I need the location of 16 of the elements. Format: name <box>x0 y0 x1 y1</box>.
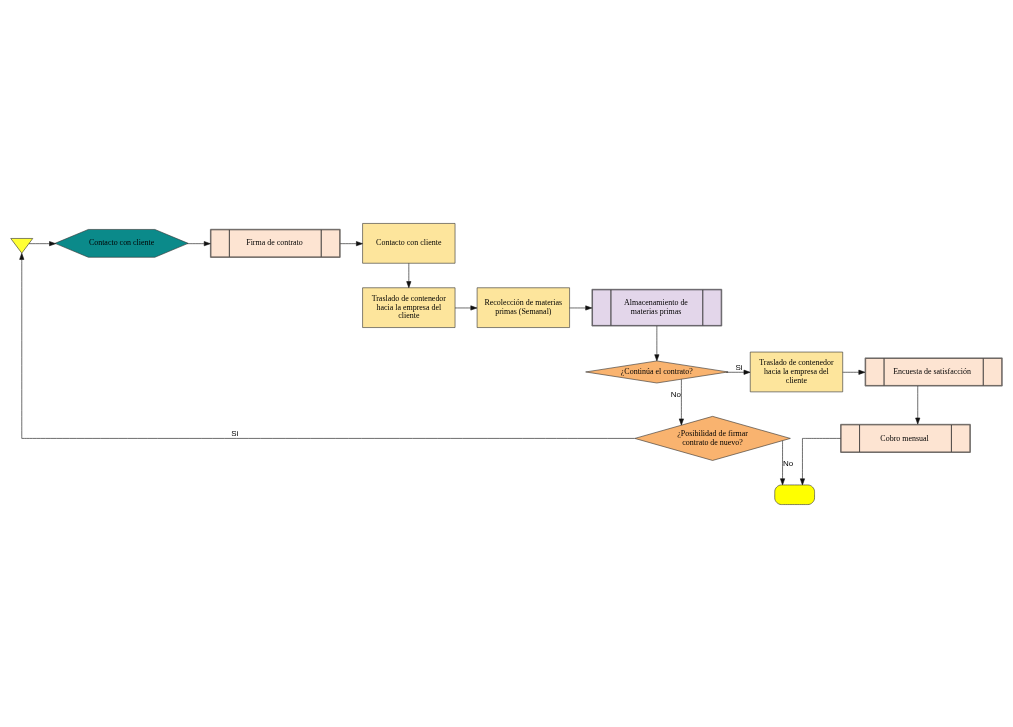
arrow <box>654 325 660 361</box>
arrow <box>340 240 363 246</box>
arrow <box>780 440 785 485</box>
arrow <box>678 378 684 425</box>
node-triangle <box>10 237 34 253</box>
arrow <box>406 262 412 288</box>
arrow <box>19 252 635 439</box>
arrow <box>800 437 841 485</box>
node-oval <box>774 484 815 505</box>
arrow <box>915 385 921 424</box>
arrow <box>28 240 56 246</box>
arrow <box>842 369 866 375</box>
arrow <box>187 240 211 246</box>
arrow <box>454 305 478 310</box>
arrow <box>725 369 751 375</box>
arrow <box>569 305 593 310</box>
